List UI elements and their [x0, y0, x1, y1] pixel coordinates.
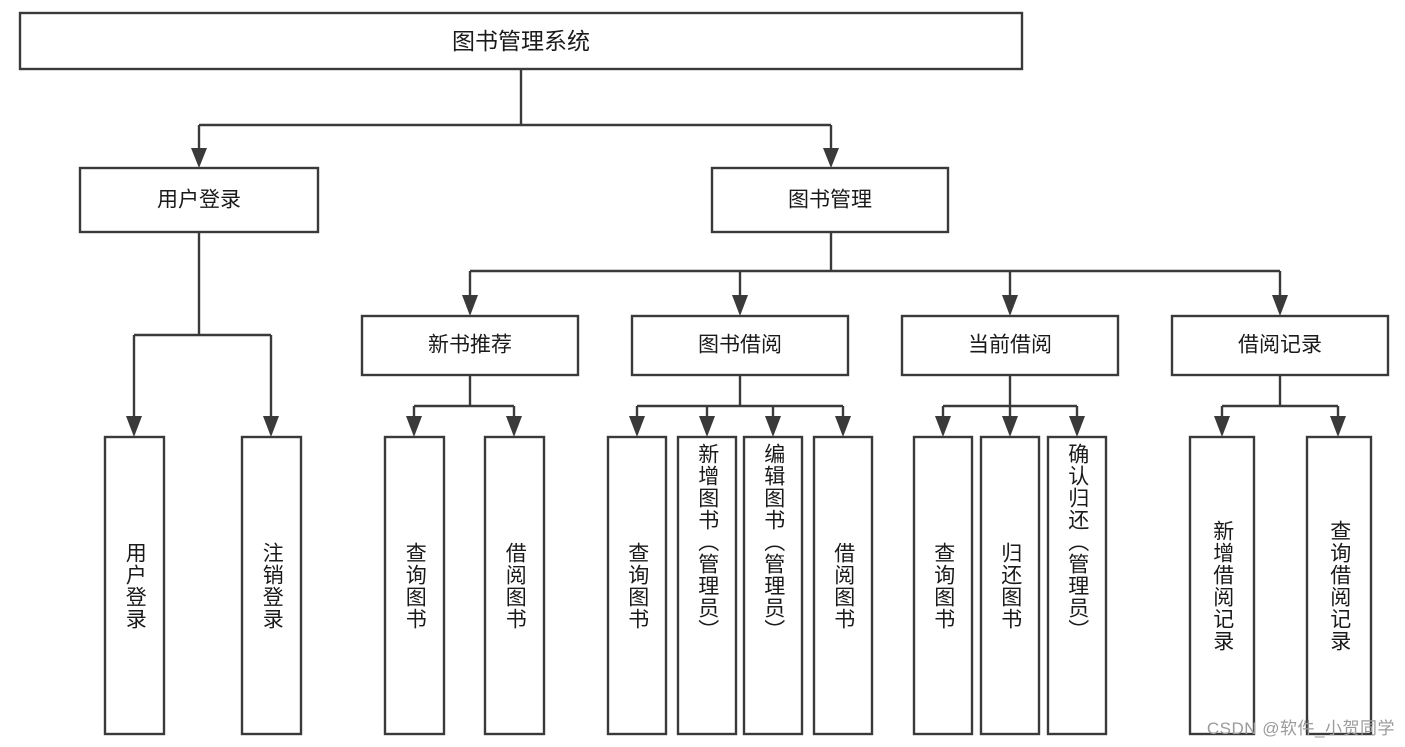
csdn-watermark: CSDN @软件_小贺同学	[1206, 719, 1395, 738]
arrow-head-current-borrow	[1002, 295, 1018, 316]
leaf-edit-book-admin-box[interactable]	[742, 435, 804, 736]
node-book-manage[interactable]: 图书管理	[710, 166, 950, 234]
leaf-confirm-return-admin-box[interactable]	[1046, 435, 1108, 736]
node-user-login[interactable]: 用户登录	[78, 166, 320, 234]
leaf-add-borrow-record-box[interactable]	[1188, 435, 1256, 736]
node-borrow-record-label: 借阅记录	[1238, 334, 1322, 357]
node-book-borrow-box[interactable]	[630, 314, 850, 377]
leaf-query-book-current-box[interactable]	[912, 435, 974, 736]
node-current-borrow-label: 当前借阅	[968, 334, 1052, 357]
node-current-borrow-box[interactable]	[900, 314, 1120, 377]
arrow-head-new-book-recommend	[462, 295, 478, 316]
node-borrow-record-box[interactable]	[1170, 314, 1390, 377]
node-book-manage-label: 图书管理	[788, 189, 872, 212]
arrow-head-book-manage	[823, 148, 839, 168]
node-borrow-record[interactable]: 借阅记录	[1170, 314, 1390, 377]
node-root[interactable]: 图书管理系统	[18, 11, 1024, 71]
leaf-add-book-admin-box[interactable]	[676, 435, 738, 736]
node-user-login-label: 用户登录	[157, 189, 241, 212]
connector-group-book-borrow	[629, 375, 851, 437]
node-root-label: 图书管理系统	[452, 28, 590, 54]
arrow-head-leaf-query-book-borrow	[629, 416, 645, 437]
connector-group-root	[191, 69, 839, 168]
arrow-head-leaf-query-book-rec	[406, 416, 422, 437]
connector-group-user-login	[126, 232, 279, 437]
node-user-login-box[interactable]	[78, 166, 320, 234]
node-new-book-recommend[interactable]: 新书推荐	[360, 314, 580, 377]
node-new-book-recommend-box[interactable]	[360, 314, 580, 377]
leaf-logout-login-box[interactable]	[240, 435, 303, 736]
connector-group-borrow-record	[1214, 375, 1346, 437]
leaf-boxes	[103, 435, 1373, 736]
node-current-borrow[interactable]: 当前借阅	[900, 314, 1120, 377]
arrow-head-user-login	[191, 148, 207, 168]
node-new-book-recommend-label: 新书推荐	[428, 334, 512, 357]
leaf-query-book-rec-box[interactable]	[383, 435, 446, 736]
arrow-head-leaf-add-borrow-record	[1214, 416, 1230, 437]
leaf-user-login-box[interactable]	[103, 435, 166, 736]
node-book-manage-box[interactable]	[710, 166, 950, 234]
arrow-head-leaf-query-borrow-record	[1330, 416, 1346, 437]
leaf-query-book-borrow-box[interactable]	[606, 435, 668, 736]
leaf-query-borrow-record-box[interactable]	[1305, 435, 1373, 736]
arrow-head-leaf-add-book-admin	[699, 416, 715, 437]
connector-group-new-book-recommend	[406, 375, 522, 437]
node-book-borrow-label: 图书借阅	[698, 334, 782, 357]
arrow-head-leaf-borrow-book	[835, 416, 851, 437]
arrow-head-leaf-logout-login	[263, 416, 279, 437]
connector-group-book-manage	[462, 232, 1288, 316]
connector-group-current-borrow	[935, 375, 1085, 437]
arrow-head-leaf-edit-book-admin	[765, 416, 781, 437]
leaf-return-book-box[interactable]	[979, 435, 1041, 736]
arrow-head-book-borrow	[732, 295, 748, 316]
arrow-head-leaf-query-book-current	[935, 416, 951, 437]
arrow-head-borrow-record	[1272, 295, 1288, 316]
arrow-head-leaf-borrow-book-rec	[506, 416, 522, 437]
leaf-borrow-book-box[interactable]	[812, 435, 874, 736]
leaf-borrow-book-rec-box[interactable]	[483, 435, 546, 736]
arrow-head-leaf-user-login	[126, 416, 142, 437]
arrow-head-leaf-return-book	[1002, 416, 1018, 437]
arrow-head-leaf-confirm-return-admin	[1069, 416, 1085, 437]
node-root-box[interactable]	[18, 11, 1024, 71]
node-book-borrow[interactable]: 图书借阅	[630, 314, 850, 377]
